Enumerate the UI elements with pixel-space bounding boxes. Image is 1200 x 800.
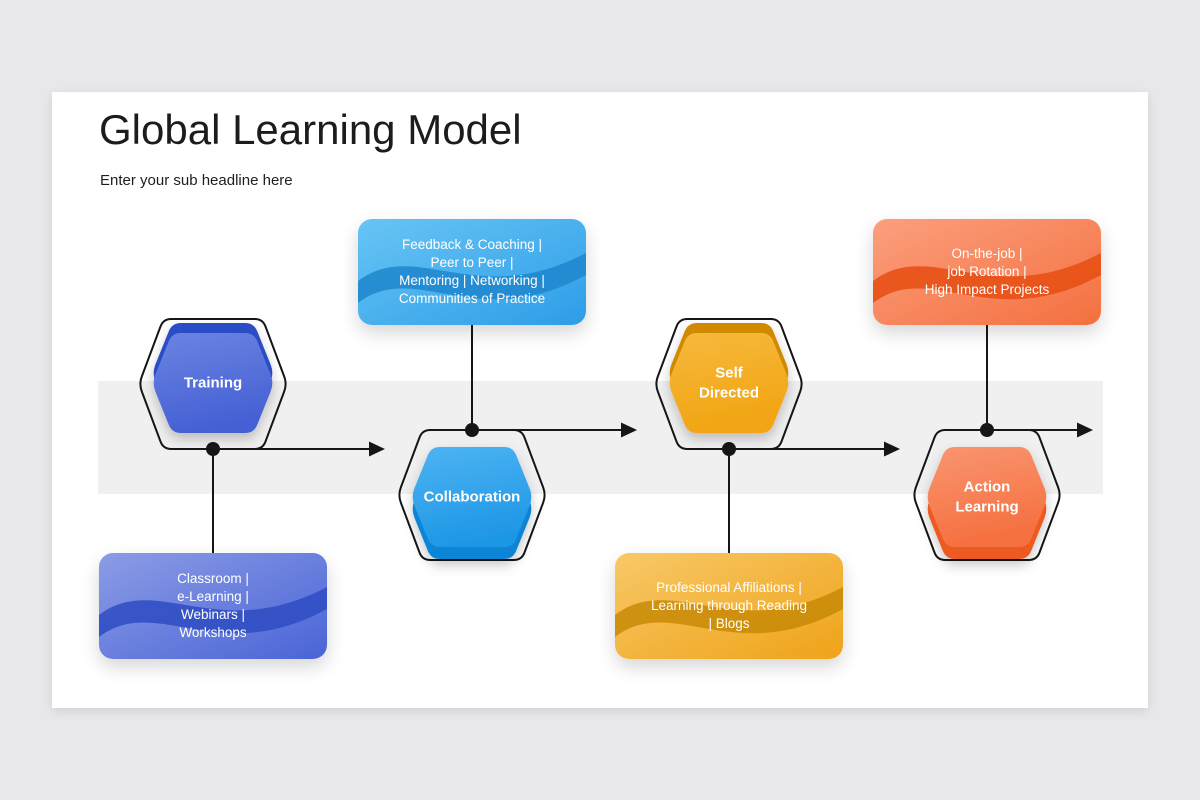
action_learning-hexagon-face — [927, 447, 1047, 547]
detail-card-text: On-the-job | job Rotation | High Impact … — [924, 246, 1050, 297]
detail-card-text: Classroom | e-Learning | Webinars | Work… — [177, 571, 249, 640]
wave-decoration — [615, 587, 843, 637]
detail-card-self-directed: Professional Affiliations | Learning thr… — [615, 553, 843, 659]
slide-subtitle: Enter your sub headline here — [100, 172, 293, 189]
connector-dot — [980, 423, 994, 437]
detail-card-text: Professional Affiliations | Learning thr… — [650, 580, 808, 631]
action_learning-outline-hexagon — [913, 429, 1061, 561]
wave-decoration — [99, 587, 327, 637]
wave-decoration — [358, 253, 586, 303]
connector-dot — [206, 442, 220, 456]
arrowhead-icon — [884, 441, 900, 457]
training-hexagon-face — [153, 333, 273, 433]
collaboration-hexagon-face — [412, 447, 532, 547]
collaboration-outline-hexagon — [398, 429, 546, 561]
diagram-canvas — [139, 318, 1093, 561]
self_directed-hexagon — [669, 323, 789, 433]
connector-dot — [465, 423, 479, 437]
connector-dot — [722, 442, 736, 456]
arrowhead-icon — [1077, 422, 1093, 438]
detail-card-text: Feedback & Coaching | Peer to Peer | Men… — [398, 237, 546, 306]
training-hexagon — [153, 323, 273, 433]
self_directed-hexagon-face — [669, 333, 789, 433]
wave-decoration — [873, 253, 1101, 303]
slide-title: Global Learning Model — [99, 106, 522, 153]
action_learning-hexagon — [927, 447, 1047, 559]
arrowhead-icon — [621, 422, 637, 438]
self_directed-outline-hexagon — [655, 318, 803, 450]
detail-card-training: Classroom | e-Learning | Webinars | Work… — [99, 553, 327, 659]
arrowhead-icon — [369, 441, 385, 457]
detail-card-action-learning: On-the-job | job Rotation | High Impact … — [873, 219, 1101, 325]
detail-card-collaboration: Feedback & Coaching | Peer to Peer | Men… — [358, 219, 586, 325]
collaboration-hexagon — [412, 447, 532, 559]
slide-canvas: Global Learning Model Enter your sub hea… — [52, 92, 1148, 708]
training-outline-hexagon — [139, 318, 287, 450]
